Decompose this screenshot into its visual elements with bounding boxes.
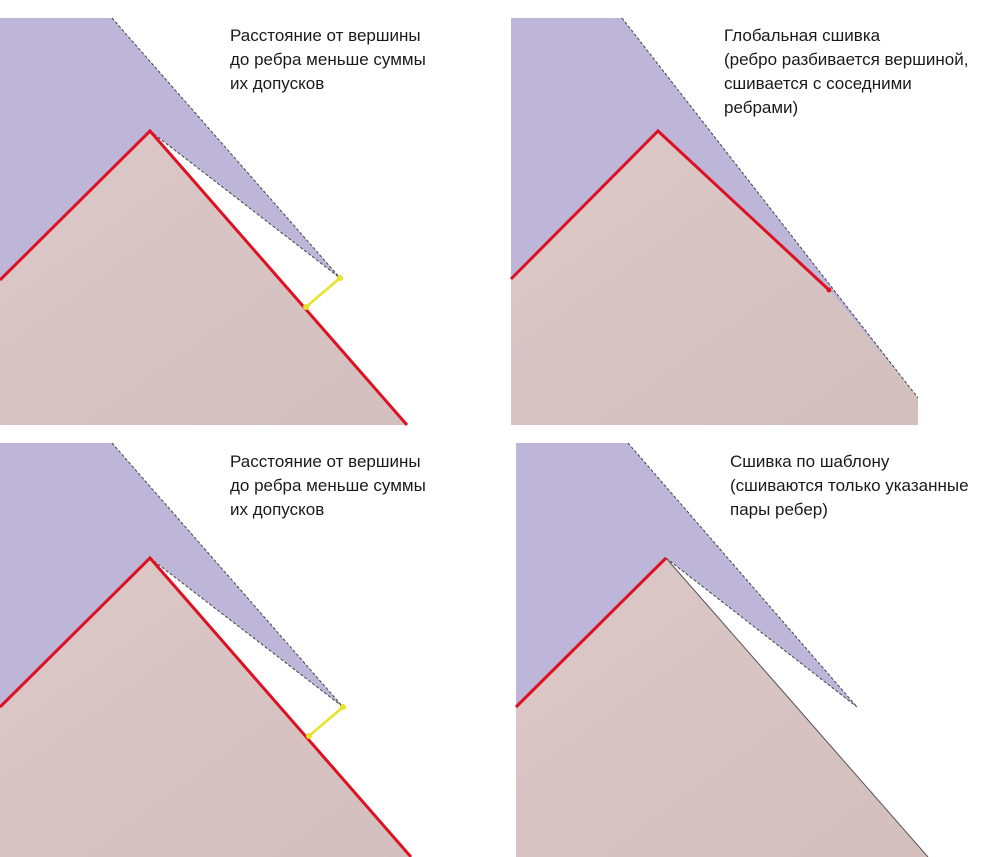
blue-surface <box>0 443 343 707</box>
panel-top-right <box>509 17 919 425</box>
panel-top-left <box>0 17 409 426</box>
caption-bottom-right: Сшивка по шаблону (сшиваются только указ… <box>730 452 969 519</box>
caption-top-right: Глобальная сшивка (ребро разбивается вер… <box>724 26 969 117</box>
pink-surface <box>0 558 411 857</box>
blue-surface <box>511 18 918 398</box>
dashed-edge <box>621 17 919 399</box>
dashed-edge-inner <box>149 557 344 708</box>
stitched-edge <box>665 557 929 857</box>
red-edge <box>0 555 413 857</box>
dashed-edge-inner <box>665 557 858 708</box>
gap-endpoint-vertex <box>337 275 343 281</box>
dashed-edge-outer <box>111 17 341 279</box>
gap-endpoint-edge <box>303 304 309 310</box>
red-edge <box>0 128 409 426</box>
pink-surface <box>0 131 407 425</box>
dashed-edge-inner <box>149 130 341 279</box>
red-edge <box>514 556 668 709</box>
blue-surface <box>516 443 857 707</box>
blue-surface <box>0 18 340 280</box>
split-vertex <box>826 287 832 293</box>
pink-surface <box>516 558 928 857</box>
gap-endpoint-edge <box>306 733 312 739</box>
gap-indicator <box>305 277 341 308</box>
caption-bottom-left: Расстояние от вершины до ребра меньше су… <box>230 452 426 519</box>
red-edge <box>509 128 831 292</box>
gap-indicator <box>308 706 344 737</box>
dashed-edge-outer <box>111 442 344 708</box>
caption-top-left: Расстояние от вершины до ребра меньше су… <box>230 26 426 93</box>
gap-endpoint-vertex <box>340 704 346 710</box>
dashed-edge-outer <box>627 442 858 708</box>
pink-surface <box>511 131 918 425</box>
panel-bottom-left <box>0 442 413 857</box>
panel-bottom-right <box>514 442 929 857</box>
